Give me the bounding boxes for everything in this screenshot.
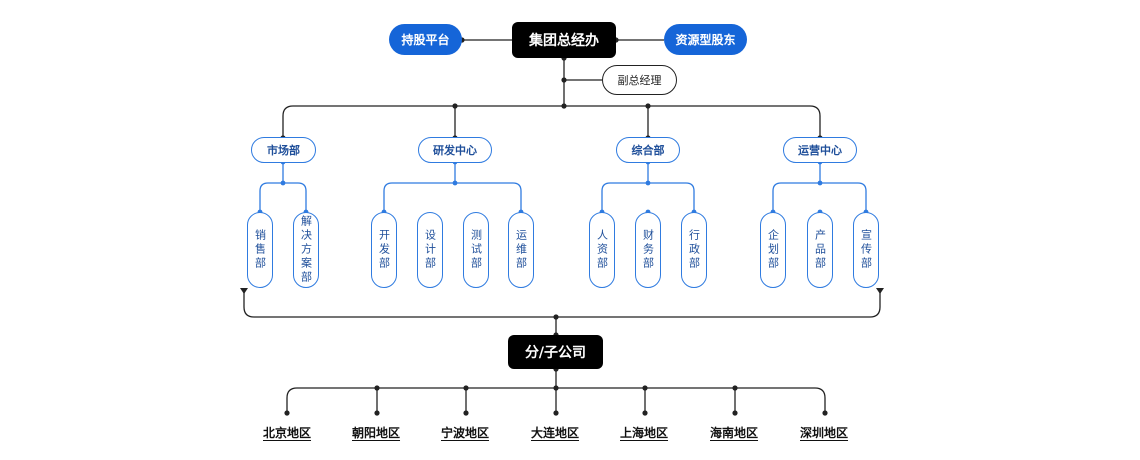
general-office-node: 集团总经办	[512, 22, 616, 58]
dept-market: 市场部	[251, 137, 316, 163]
region-beijing: 北京地区	[263, 426, 312, 440]
subdept-solutions: 解决方案部	[293, 212, 319, 288]
region-hainan: 海南地区	[710, 426, 759, 440]
resource-shareholder-node: 资源型股东	[664, 24, 747, 55]
dept-rnd: 研发中心	[418, 137, 492, 163]
shareholding-platform-node: 持股平台	[389, 24, 462, 55]
subdept-admin: 行政部	[681, 212, 707, 288]
subdept-testing: 测试部	[463, 212, 489, 288]
subdept-development: 开发部	[371, 212, 397, 288]
dept-operations: 运营中心	[783, 137, 857, 163]
subdept-product: 产品部	[807, 212, 833, 288]
subdept-publicity: 宣传部	[853, 212, 879, 288]
deputy-manager-node: 副总经理	[602, 65, 677, 95]
subdept-devops: 运维部	[508, 212, 534, 288]
subdept-design: 设计部	[417, 212, 443, 288]
region-shenzhen: 深圳地区	[800, 426, 849, 440]
subdept-finance: 财务部	[635, 212, 661, 288]
subdept-hr: 人资部	[589, 212, 615, 288]
subdept-sales: 销售部	[247, 212, 273, 288]
subsidiary-node: 分/子公司	[508, 335, 603, 369]
subdept-planning: 企划部	[760, 212, 786, 288]
region-chaoyang: 朝阳地区	[352, 426, 401, 440]
dept-general: 综合部	[616, 137, 680, 163]
region-shanghai: 上海地区	[620, 426, 669, 440]
region-ningbo: 宁波地区	[441, 426, 490, 440]
region-dalian: 大连地区	[531, 426, 580, 440]
